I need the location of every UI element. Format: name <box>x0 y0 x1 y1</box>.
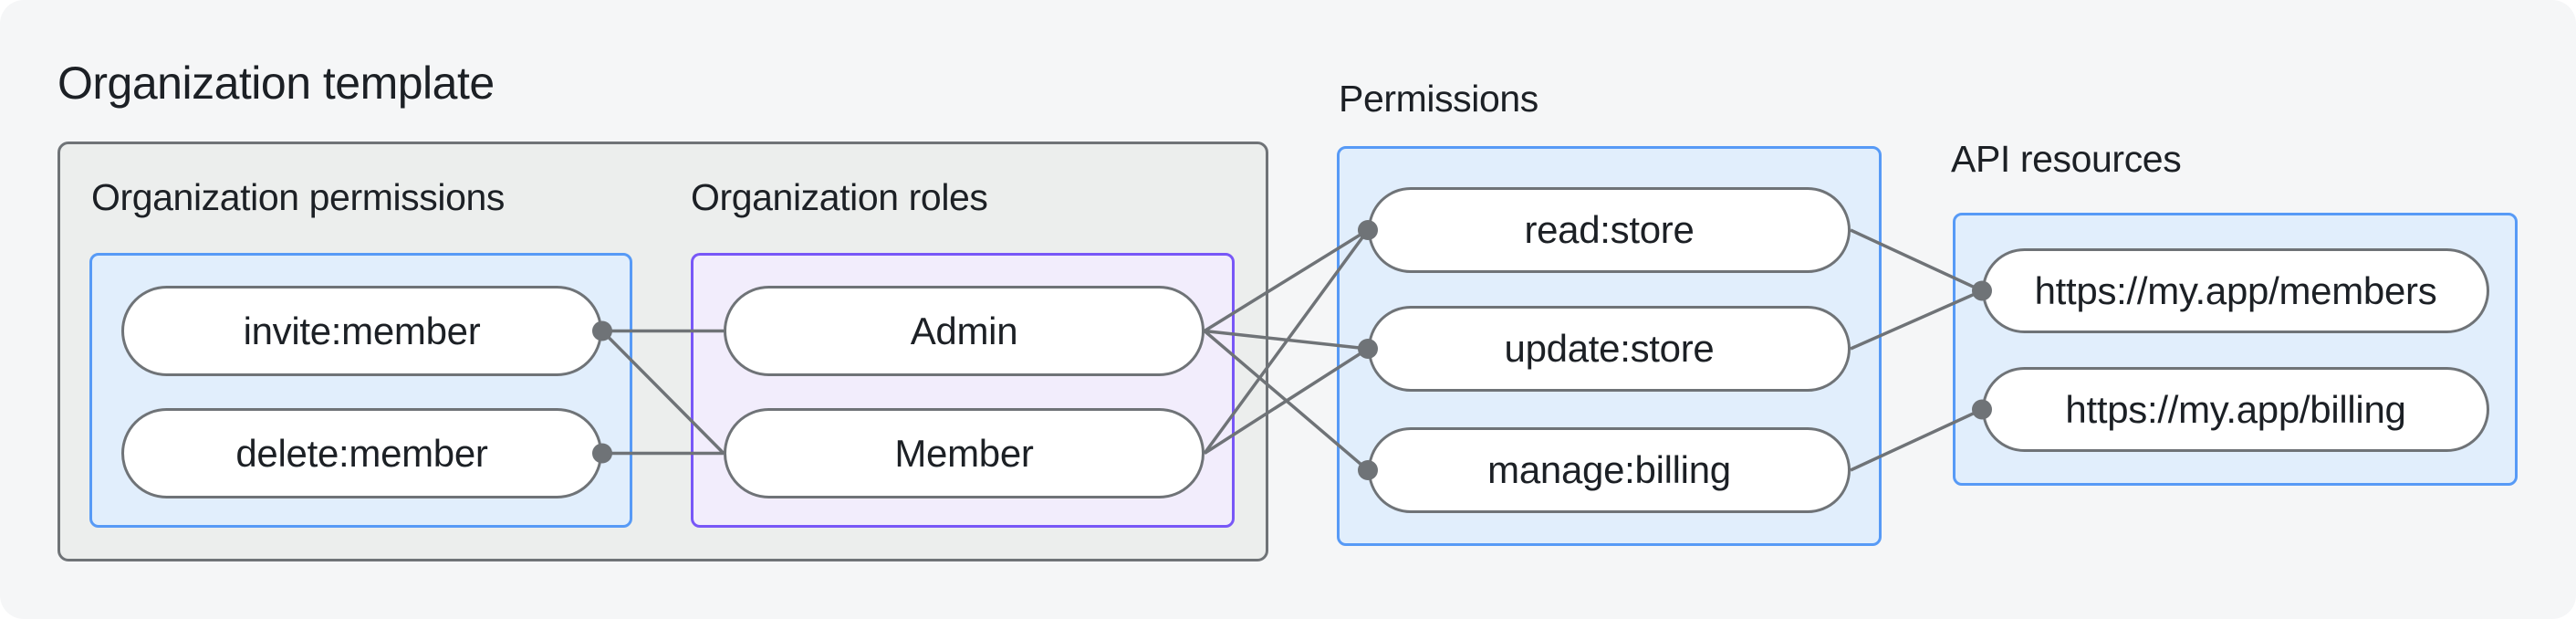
node-api-billing-url: https://my.app/billing <box>1982 367 2489 452</box>
api-resources-heading: API resources <box>1951 138 2182 180</box>
node-manage-billing: manage:billing <box>1368 427 1851 513</box>
node-admin-role: Admin <box>724 286 1205 376</box>
org-permissions-heading: Organization permissions <box>91 176 505 218</box>
org-roles-heading: Organization roles <box>691 176 988 218</box>
node-delete-member: delete:member <box>121 408 602 498</box>
node-invite-member: invite:member <box>121 286 602 376</box>
node-api-members-url: https://my.app/members <box>1982 248 2489 333</box>
node-update-store: update:store <box>1368 306 1851 392</box>
node-member-role: Member <box>724 408 1205 498</box>
node-read-store: read:store <box>1368 187 1851 273</box>
permissions-heading: Permissions <box>1339 78 1538 120</box>
diagram-title: Organization template <box>57 58 495 109</box>
